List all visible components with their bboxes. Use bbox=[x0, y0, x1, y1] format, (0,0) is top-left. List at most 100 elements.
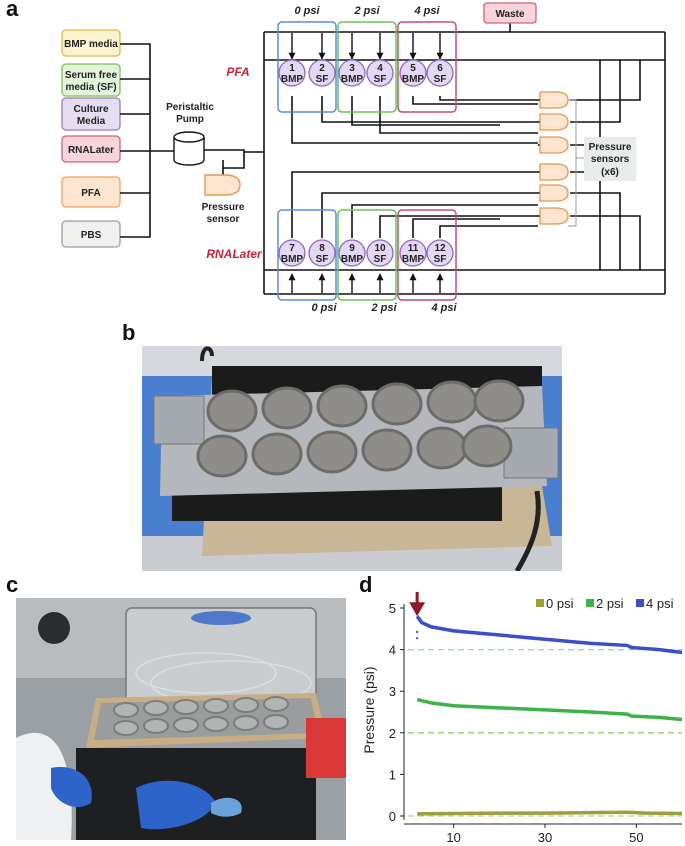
well-number: 1 bbox=[289, 63, 295, 74]
device-well-icon bbox=[113, 702, 139, 718]
data-point bbox=[416, 637, 419, 640]
media-label: media (SF) bbox=[65, 82, 116, 93]
group-box-2psi-bottom bbox=[337, 209, 397, 301]
peristaltic-pump-icon bbox=[173, 131, 205, 166]
media-label: Serum free bbox=[65, 70, 118, 81]
device-well-icon bbox=[251, 432, 303, 476]
well-number: 9 bbox=[349, 243, 355, 254]
x-tick-label: 10 bbox=[446, 830, 460, 845]
device-well-icon bbox=[426, 380, 478, 424]
bottom-psi-label: 4 psi bbox=[430, 302, 457, 314]
well-number: 2 bbox=[319, 63, 325, 74]
data-point bbox=[416, 630, 419, 633]
panel-letter-c: c bbox=[6, 572, 19, 597]
pressure-sensor-icon bbox=[539, 91, 569, 109]
media-label: Culture bbox=[74, 104, 109, 115]
pressure-chart: 012345103050Time (minutes)Pressure (psi)… bbox=[361, 592, 683, 846]
well-number: 10 bbox=[374, 243, 386, 254]
y-axis-label: Pressure (psi) bbox=[361, 666, 377, 753]
panel-letter-b: b bbox=[122, 320, 136, 345]
y-tick-label: 5 bbox=[389, 601, 396, 616]
device-well-icon bbox=[203, 716, 229, 732]
legend-swatch bbox=[636, 599, 644, 607]
well-type: BMP bbox=[341, 254, 364, 265]
y-tick-label: 3 bbox=[389, 684, 396, 699]
pressure-sensor-label-1: Pressure bbox=[202, 202, 245, 213]
group-box-4psi-bottom bbox=[397, 209, 457, 301]
top-psi-label: 2 psi bbox=[353, 5, 380, 17]
y-tick-label: 0 bbox=[389, 809, 396, 824]
legend-label: 2 psi bbox=[596, 596, 624, 611]
well-type: SF bbox=[316, 254, 329, 265]
group-box-2psi-top bbox=[337, 21, 397, 113]
well-number: 3 bbox=[349, 63, 355, 74]
well-type: BMP bbox=[341, 74, 364, 85]
pressure-sensor-icon bbox=[539, 184, 569, 202]
device-well-icon bbox=[143, 700, 169, 716]
legend-swatch bbox=[536, 599, 544, 607]
pressure-sensor-icon bbox=[204, 174, 241, 196]
pump-label-line-1: Peristaltic bbox=[166, 102, 214, 113]
pressure-sensor-icon bbox=[539, 136, 569, 154]
well-type: SF bbox=[434, 74, 447, 85]
media-box: PBS bbox=[61, 220, 121, 248]
y-tick-label: 4 bbox=[389, 643, 396, 658]
well-4: 4SF bbox=[366, 59, 394, 87]
sensors-label-box bbox=[584, 137, 636, 181]
well-number: 5 bbox=[410, 63, 416, 74]
media-box: PFA bbox=[61, 176, 121, 208]
panel-letter-d: d bbox=[359, 572, 373, 597]
well-number: 12 bbox=[434, 243, 446, 254]
top-psi-label: 0 psi bbox=[294, 5, 320, 17]
device-well-icon bbox=[473, 379, 525, 423]
legend-label: 4 psi bbox=[646, 596, 674, 611]
device-photo bbox=[142, 346, 562, 571]
well-type: BMP bbox=[402, 254, 425, 265]
series-line bbox=[416, 697, 683, 722]
device-well-icon bbox=[143, 718, 169, 734]
pump-label-line-2: Pump bbox=[176, 114, 204, 125]
well-type: SF bbox=[374, 74, 387, 85]
device-in-hood-photo bbox=[16, 598, 346, 840]
well-type: BMP bbox=[281, 254, 304, 265]
waste-box bbox=[483, 2, 537, 24]
sensors-label-2: sensors bbox=[591, 154, 630, 165]
device-well-icon bbox=[233, 697, 259, 713]
group-box-4psi-top bbox=[397, 21, 457, 113]
pressure-sensor-icon bbox=[539, 113, 569, 131]
well-8: 8SF bbox=[308, 239, 336, 267]
x-tick-label: 50 bbox=[629, 830, 643, 845]
group-box-0psi-bottom bbox=[277, 209, 337, 301]
y-tick-label: 1 bbox=[389, 767, 396, 782]
well-type: BMP bbox=[402, 74, 425, 85]
series-line bbox=[417, 810, 683, 816]
device-well-icon bbox=[261, 386, 313, 430]
device-well-icon bbox=[371, 382, 423, 426]
device-well-icon bbox=[416, 426, 468, 470]
media-label: PBS bbox=[81, 230, 102, 241]
device-well-icon bbox=[113, 720, 139, 736]
sensors-label-1: Pressure bbox=[589, 142, 632, 153]
well-2: 2SF bbox=[308, 59, 336, 87]
media-box: BMP media bbox=[61, 29, 121, 57]
bottom-psi-label: 0 psi bbox=[311, 302, 337, 314]
device-well-icon bbox=[206, 389, 258, 433]
legend-label: 0 psi bbox=[546, 596, 574, 611]
group-box-0psi-top bbox=[277, 21, 337, 113]
pfa-label: PFA bbox=[226, 65, 249, 79]
well-type: SF bbox=[374, 254, 387, 265]
arrow-head-icon bbox=[409, 602, 426, 617]
device-well-icon bbox=[173, 717, 199, 733]
media-label: BMP media bbox=[64, 39, 118, 50]
x-tick-label: 30 bbox=[538, 830, 552, 845]
device-well-icon bbox=[461, 424, 513, 468]
